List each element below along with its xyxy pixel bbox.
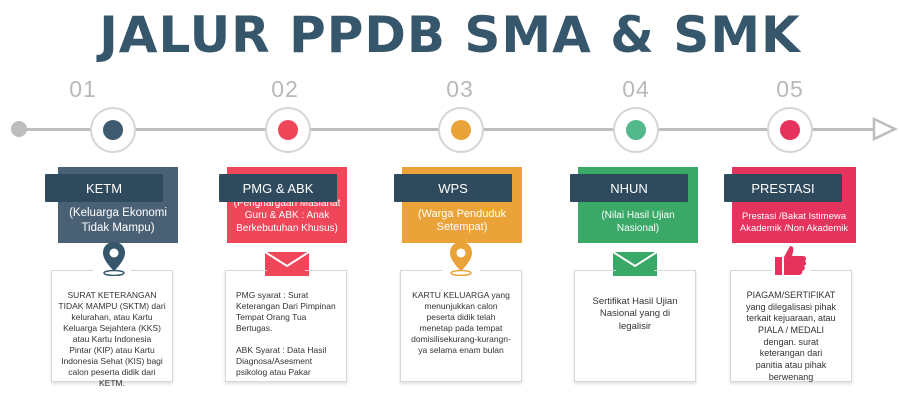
step-label: NHUN bbox=[570, 174, 688, 202]
step-requirements: PMG syarat : Surat Keterangan Dari Pimpi… bbox=[225, 270, 347, 382]
step-description: KARTU KELUARGA yang menunjukkan calon pe… bbox=[411, 290, 511, 356]
envelope-icon bbox=[613, 252, 657, 276]
step-description: SURAT KETERANGAN TIDAK MAMPU (SKTM) dari… bbox=[58, 290, 166, 389]
step-label: PMG & ABK bbox=[219, 174, 337, 202]
step-marker bbox=[767, 107, 813, 153]
timeline-start-dot bbox=[11, 121, 27, 137]
step-number: 05 bbox=[776, 76, 804, 102]
step-label: KETM bbox=[45, 174, 163, 202]
timeline-arrow-icon bbox=[872, 117, 898, 141]
step-description: Sertifikat Hasil Ujian Nasional yang di … bbox=[592, 296, 678, 332]
step-pmg-abk: 02 (Penghargaan Maslahat Guru & ABK : An… bbox=[205, 0, 375, 405]
step-subtitle: Prestasi /Bakat Istimewa Akademik /Non A… bbox=[739, 211, 849, 235]
location-pin-icon bbox=[103, 242, 125, 276]
step-number: 01 bbox=[69, 76, 97, 102]
page-title: JALUR PPDB SMA & SMK bbox=[99, 6, 801, 64]
step-requirements: KARTU KELUARGA yang menunjukkan calon pe… bbox=[400, 270, 522, 382]
step-requirements: Sertifikat Hasil Ujian Nasional yang di … bbox=[574, 270, 696, 382]
step-wps: 03 (Warga Penduduk Setempat) WPS KARTU K… bbox=[380, 0, 550, 405]
step-subtitle: (Warga Penduduk Setempat) bbox=[417, 207, 507, 234]
step-ketm: 01 (Keluarga Ekonomi Tidak Mampu) KETM S… bbox=[28, 0, 198, 405]
step-marker bbox=[613, 107, 659, 153]
step-description: PIAGAM/SERTIFIKAT yang dilegalisasi piha… bbox=[745, 290, 837, 382]
step-subtitle: (Penghargaan Maslahat Guru & ABK : Anak … bbox=[233, 197, 341, 234]
step-requirements: SURAT KETERANGAN TIDAK MAMPU (SKTM) dari… bbox=[51, 270, 173, 388]
location-pin-icon bbox=[450, 242, 472, 276]
step-number: 04 bbox=[622, 76, 650, 102]
step-label: WPS bbox=[394, 174, 512, 202]
step-label: PRESTASI bbox=[724, 174, 842, 202]
envelope-icon bbox=[265, 252, 309, 276]
step-marker bbox=[90, 107, 136, 153]
step-prestasi: 05 Prestasi /Bakat Istimewa Akademik /No… bbox=[720, 0, 890, 405]
step-description: PMG syarat : Surat Keterangan Dari Pimpi… bbox=[236, 290, 336, 378]
step-marker bbox=[265, 107, 311, 153]
thumbs-up-icon bbox=[775, 246, 807, 275]
step-requirements: PIAGAM/SERTIFIKAT yang dilegalisasi piha… bbox=[730, 270, 852, 382]
step-number: 02 bbox=[271, 76, 299, 102]
step-marker bbox=[438, 107, 484, 153]
step-number: 03 bbox=[446, 76, 474, 102]
step-nhun: 04 (Nilai Hasil Ujian Nasional) NHUN Ser… bbox=[556, 0, 726, 405]
step-subtitle: (Keluarga Ekonomi Tidak Mampu) bbox=[69, 207, 167, 234]
step-subtitle: (Nilai Hasil Ujian Nasional) bbox=[601, 210, 675, 234]
